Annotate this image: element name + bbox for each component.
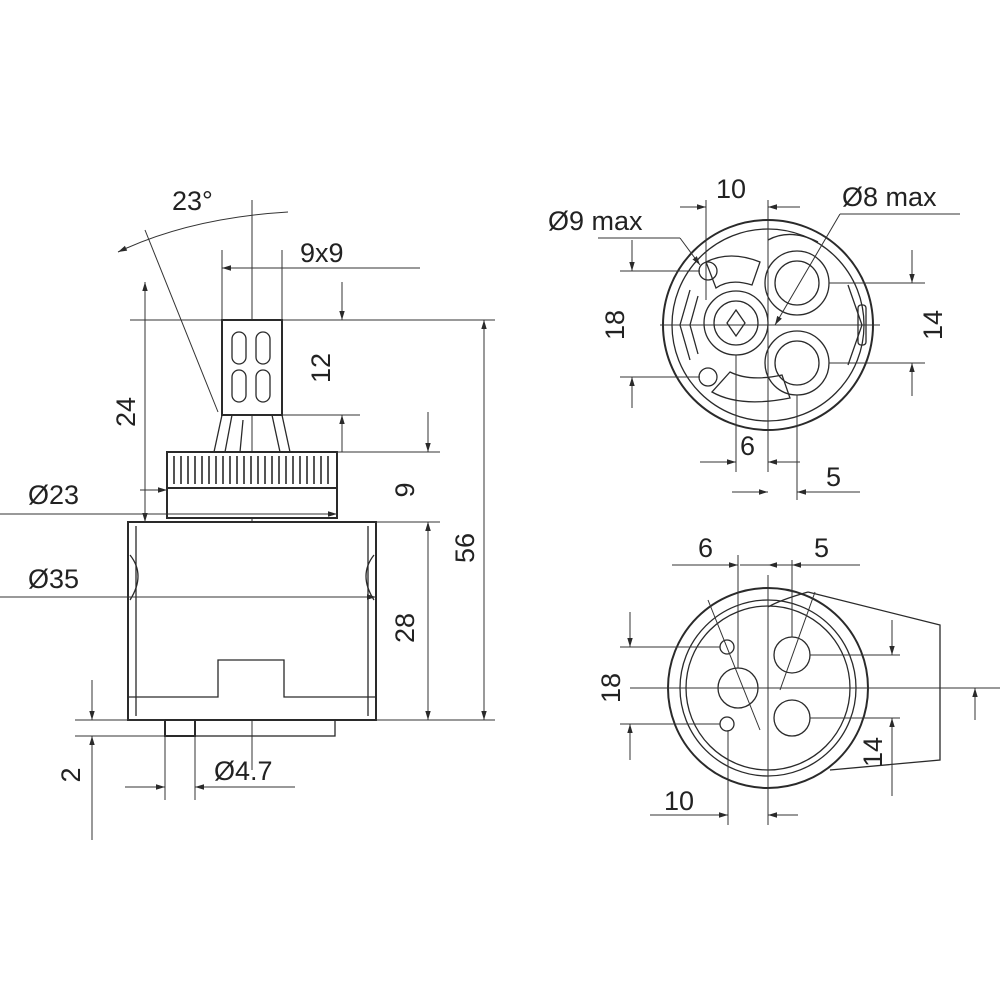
pin-diameter-label: Ø4.7: [214, 756, 273, 786]
stem-height-label: 12: [306, 353, 336, 383]
base-height-label: 24: [111, 397, 141, 427]
angle-arc: [117, 211, 289, 253]
ring-diameter-label: Ø23: [28, 480, 79, 510]
angle-leg: [144, 229, 219, 413]
bottom-spacing-label: 10: [664, 786, 694, 816]
knurled-ring: [166, 451, 338, 489]
top-spacing-label: 10: [716, 174, 746, 204]
ring-height-label: 9: [390, 482, 420, 497]
top-hole-2: [774, 340, 820, 386]
top-web-lower: [710, 371, 791, 403]
bottom-notch: [128, 659, 376, 698]
bottom-height-left-label: 18: [596, 673, 626, 703]
main-body: [127, 521, 377, 721]
top-offset-b-label: 5: [826, 462, 841, 492]
bottom-pin: [164, 719, 196, 737]
top-large-hole-label: Ø8 max: [842, 182, 937, 212]
body-height-label: 28: [390, 613, 420, 643]
knurl-hatching: [173, 456, 329, 484]
ring-collar: [166, 487, 338, 519]
top-hole-center: [713, 300, 759, 346]
stem-neck: [213, 414, 291, 453]
top-view: 10 Ø9 max Ø8 max 18 14 6 5: [548, 174, 960, 500]
stem: [221, 319, 283, 416]
bottom-pipe: [807, 591, 941, 771]
body-diameter-label: Ø35: [28, 564, 79, 594]
angle-label: 23°: [172, 186, 213, 216]
stem-slots: [231, 331, 271, 403]
bottom-view: 6 5 18 14 10: [596, 533, 1000, 825]
top-center-mark: [726, 308, 746, 338]
bottom-pipe-edge: [767, 591, 809, 608]
pin-length-label: 2: [56, 767, 86, 782]
side-view: 23° 9x9 12 24 Ø23 Ø35 9 28: [0, 186, 495, 840]
total-height-label: 56: [450, 533, 480, 563]
top-height-right-label: 14: [918, 310, 948, 340]
stem-square-label: 9x9: [300, 238, 344, 268]
top-web-upper: [705, 255, 761, 290]
bottom-flange: [194, 719, 336, 737]
top-height-left-label: 18: [600, 310, 630, 340]
bottom-offset-b-label: 5: [814, 533, 829, 563]
top-hole-1: [774, 260, 820, 306]
top-small-hole-label: Ø9 max: [548, 206, 643, 236]
bottom-offset-a-label: 6: [698, 533, 713, 563]
bottom-height-right-label: 14: [858, 737, 888, 767]
top-offset-a-label: 6: [740, 431, 755, 461]
top-arc: [767, 233, 819, 243]
side-slot-left: [129, 554, 139, 601]
